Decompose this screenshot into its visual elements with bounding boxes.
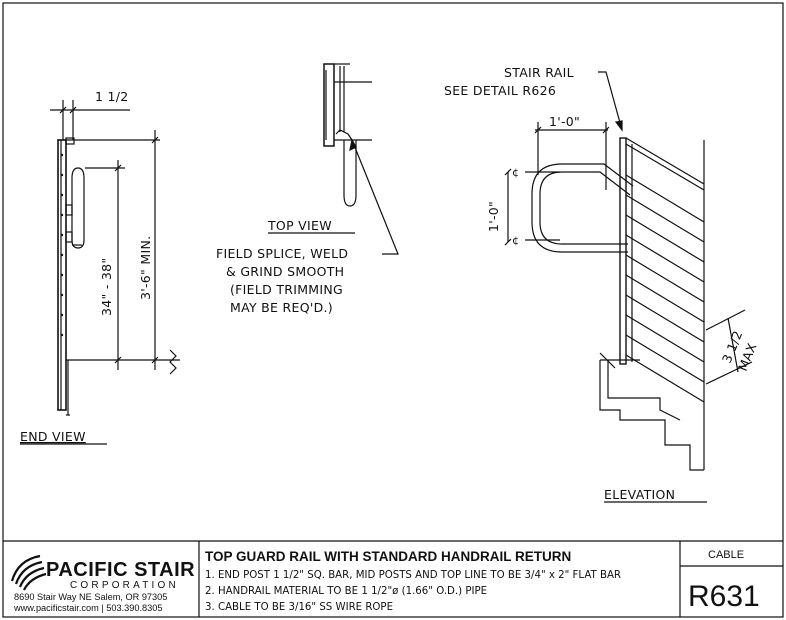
end-view: 1 1/2 34" - 38" 3'-6" MIN. — [20, 89, 180, 445]
splice-note-line-1: FIELD SPLICE, WELD — [216, 246, 348, 261]
detail-category: CABLE — [708, 549, 744, 561]
splice-note-line-4: MAY BE REQ'D.) — [230, 300, 333, 315]
note-1: 1. END POST 1 1/2" SQ. BAR, MID POSTS AN… — [205, 570, 621, 581]
end-view-label: END VIEW — [20, 429, 86, 444]
top-view: TOP VIEW — [267, 63, 372, 234]
company-address: 8690 Stair Way NE Salem, OR 97305 — [14, 592, 167, 602]
note-2: 2. HANDRAIL MATERIAL TO BE 1 1/2"ø (1.66… — [205, 586, 487, 597]
splice-note-line-3: (FIELD TRIMMING — [230, 282, 343, 297]
elevation-dim-vertical: 1'-0" — [486, 201, 501, 232]
elevation-label: ELEVATION — [604, 487, 675, 502]
splice-note-line-2: & GRIND SMOOTH — [226, 264, 344, 279]
company-name: PACIFIC STAIR — [46, 559, 195, 581]
end-view-dim-handrail: 34" - 38" — [99, 258, 114, 316]
company-contact: www.pacificstair.com | 503.390.8305 — [13, 603, 162, 613]
company-sub: CORPORATION — [70, 580, 179, 591]
stair-rail-note-line-2: SEE DETAIL R626 — [444, 83, 556, 98]
end-view-dim-top: 1 1/2 — [95, 89, 129, 104]
svg-text:¢: ¢ — [512, 166, 519, 179]
splice-note: FIELD SPLICE, WELD & GRIND SMOOTH (FIELD… — [216, 138, 399, 315]
detail-number: R631 — [688, 580, 760, 613]
elevation-view: STAIR RAIL SEE DETAIL R626 1'-0" 1'-0" ¢… — [444, 65, 760, 503]
svg-text:¢: ¢ — [512, 234, 519, 247]
stair-rail-note-line-1: STAIR RAIL — [504, 65, 574, 80]
note-3: 3. CABLE TO BE 3/16" SS WIRE ROPE — [205, 602, 393, 613]
end-view-dim-guard: 3'-6" MIN. — [138, 236, 153, 300]
top-view-label: TOP VIEW — [267, 218, 332, 233]
title-block: PACIFIC STAIR CORPORATION 8690 Stair Way… — [3, 540, 783, 617]
elevation-dim-horizontal: 1'-0" — [549, 114, 580, 129]
drawing-title: TOP GUARD RAIL WITH STANDARD HANDRAIL RE… — [205, 549, 571, 564]
pacific-stair-logo — [10, 554, 47, 591]
